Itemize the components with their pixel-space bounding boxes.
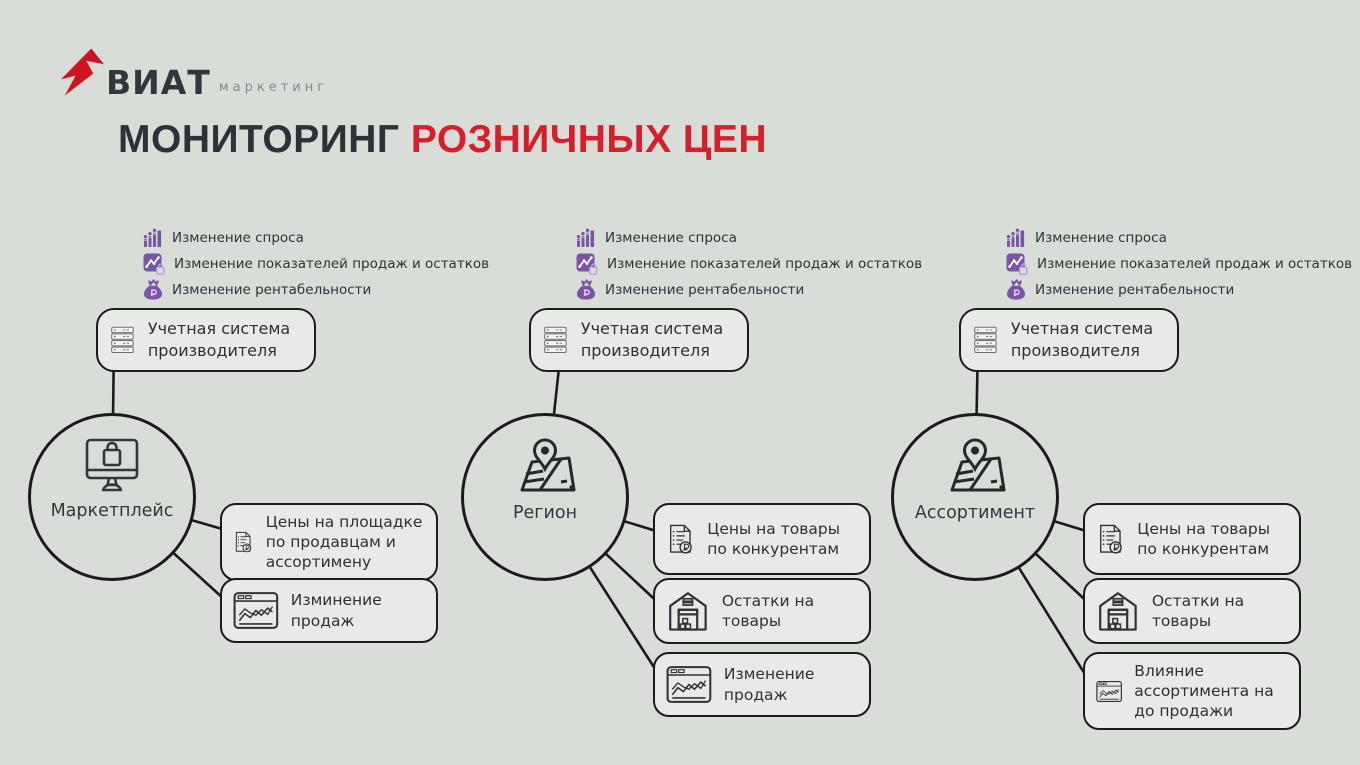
profitability-moneybag-icon xyxy=(1006,279,1026,301)
legend-item-profitability: Изменение рентабельности xyxy=(143,280,489,300)
legend-label: Изменение показателей продаж и остатков xyxy=(174,256,490,272)
sales-stock-indicators-icon xyxy=(143,253,165,275)
legend-label: Изменение спроса xyxy=(605,230,737,246)
logo-brand: ВИАТ xyxy=(106,63,211,102)
browser-sales-chart-icon xyxy=(1096,668,1122,715)
legend-item-profitability: Изменение рентабельности xyxy=(1006,280,1352,300)
logo: ВИАТ маркетинг xyxy=(57,47,328,99)
demand-bars-people-icon xyxy=(576,228,596,248)
legend-item-demand: Изменение спроса xyxy=(576,228,922,248)
server-stack-icon xyxy=(110,316,135,364)
sales-stock-indicators-icon xyxy=(576,253,598,275)
output-label: Изминение продаж xyxy=(290,591,382,630)
legend-item-demand: Изменение спроса xyxy=(143,228,489,248)
output-label: Цены на площадке по продавцам и ассортим… xyxy=(265,513,423,572)
map-pin-icon xyxy=(941,437,1009,499)
legend-item-indicators: Изменение показателей продаж и остатков xyxy=(576,254,922,274)
output-label: Цены на товары по конкурентам xyxy=(707,519,840,558)
legend-label: Изменение рентабельности xyxy=(172,282,372,298)
legend-label: Изменение рентабельности xyxy=(605,282,805,298)
demand-bars-people-icon xyxy=(1006,228,1026,248)
map-pin-icon xyxy=(511,437,579,499)
source-system-box-marketplace: Учетная система производителя xyxy=(96,308,316,372)
title-red-part: РОЗНИЧНЫХ ЦЕН xyxy=(410,118,768,161)
hub-circle-assortment: Ассортимент xyxy=(891,413,1059,581)
output-box-prices-region: Цены на товары по конкурентам xyxy=(653,503,871,575)
output-box-stock-region: Остатки на товары xyxy=(653,578,871,644)
price-list-ruble-icon xyxy=(233,515,254,569)
demand-bars-people-icon xyxy=(143,228,163,248)
legend-label: Изменение показателей продаж и остатков xyxy=(1037,256,1353,272)
hub-label: Ассортимент xyxy=(914,503,1036,523)
sales-stock-indicators-icon xyxy=(1006,253,1028,275)
source-system-label: Учетная система производителя xyxy=(147,319,291,360)
legend-item-indicators: Изменение показателей продаж и остатков xyxy=(143,254,489,274)
source-system-box-region: Учетная система производителя xyxy=(529,308,749,372)
title-dark-part: МОНИТОРИНГ xyxy=(118,118,411,161)
warehouse-icon xyxy=(666,587,710,635)
legend-item-profitability: Изменение рентабельности xyxy=(576,280,922,300)
hub-label: Регион xyxy=(512,503,578,523)
legend-label: Изменение спроса xyxy=(1035,230,1167,246)
hub-label: Маркетплейс xyxy=(50,501,174,521)
output-label: Изменение продаж xyxy=(723,665,815,704)
column-assortment: Изменение спроса Изменение показателей п… xyxy=(863,0,1352,765)
hub-circle-marketplace: Маркетплейс xyxy=(28,413,196,581)
profitability-moneybag-icon xyxy=(143,279,163,301)
legend-item-demand: Изменение спроса xyxy=(1006,228,1352,248)
legend-label: Изменение рентабельности xyxy=(1035,282,1235,298)
price-list-ruble-icon xyxy=(666,512,695,566)
price-list-ruble-icon xyxy=(1096,512,1125,566)
source-system-box-assortment: Учетная система производителя xyxy=(959,308,1179,372)
browser-sales-chart-icon xyxy=(233,587,279,634)
monitor-shopping-bag-icon xyxy=(80,437,144,497)
legend-marketplace: Изменение спроса Изменение показателей п… xyxy=(143,228,489,300)
output-box-stock-assortment: Остатки на товары xyxy=(1083,578,1301,644)
source-system-label: Учетная система производителя xyxy=(580,319,724,360)
output-box-influence-assortment: Влияние ассортимента на до продажи xyxy=(1083,652,1301,731)
output-box-prices-assortment: Цены на товары по конкурентам xyxy=(1083,503,1301,575)
browser-sales-chart-icon xyxy=(666,661,712,708)
source-system-label: Учетная система производителя xyxy=(1010,319,1154,360)
legend-assortment: Изменение спроса Изменение показателей п… xyxy=(1006,228,1352,300)
hub-circle-region: Регион xyxy=(461,413,629,581)
legend-label: Изменение спроса xyxy=(172,230,304,246)
output-box-sales-region: Изменение продаж xyxy=(653,652,871,717)
output-box-prices-marketplace: Цены на площадке по продавцам и ассортим… xyxy=(220,503,438,582)
legend-item-indicators: Изменение показателей продаж и остатков xyxy=(1006,254,1352,274)
output-label: Остатки на товары xyxy=(1151,591,1245,630)
output-label: Остатки на товары xyxy=(721,591,815,630)
legend-label: Изменение показателей продаж и остатков xyxy=(607,256,923,272)
server-stack-icon xyxy=(973,316,998,364)
column-marketplace: Изменение спроса Изменение показателей п… xyxy=(0,0,489,765)
column-region: Изменение спроса Изменение показателей п… xyxy=(433,0,922,765)
output-label: Влияние ассортимента на до продажи xyxy=(1134,662,1274,721)
legend-region: Изменение спроса Изменение показателей п… xyxy=(576,228,922,300)
warehouse-icon xyxy=(1096,587,1140,635)
page-title: МОНИТОРИНГ РОЗНИЧНЫХ ЦЕН xyxy=(118,118,767,162)
output-box-sales-marketplace: Изминение продаж xyxy=(220,578,438,643)
output-label: Цены на товары по конкурентам xyxy=(1137,519,1270,558)
profitability-moneybag-icon xyxy=(576,279,596,301)
logo-subtitle: маркетинг xyxy=(218,80,329,95)
server-stack-icon xyxy=(543,316,568,364)
